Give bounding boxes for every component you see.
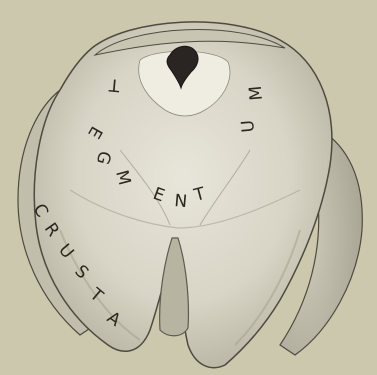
tegmentum-letter: M	[246, 85, 267, 101]
tegmentum-letter: N	[174, 191, 188, 212]
tegmentum-letter: U	[238, 119, 259, 133]
